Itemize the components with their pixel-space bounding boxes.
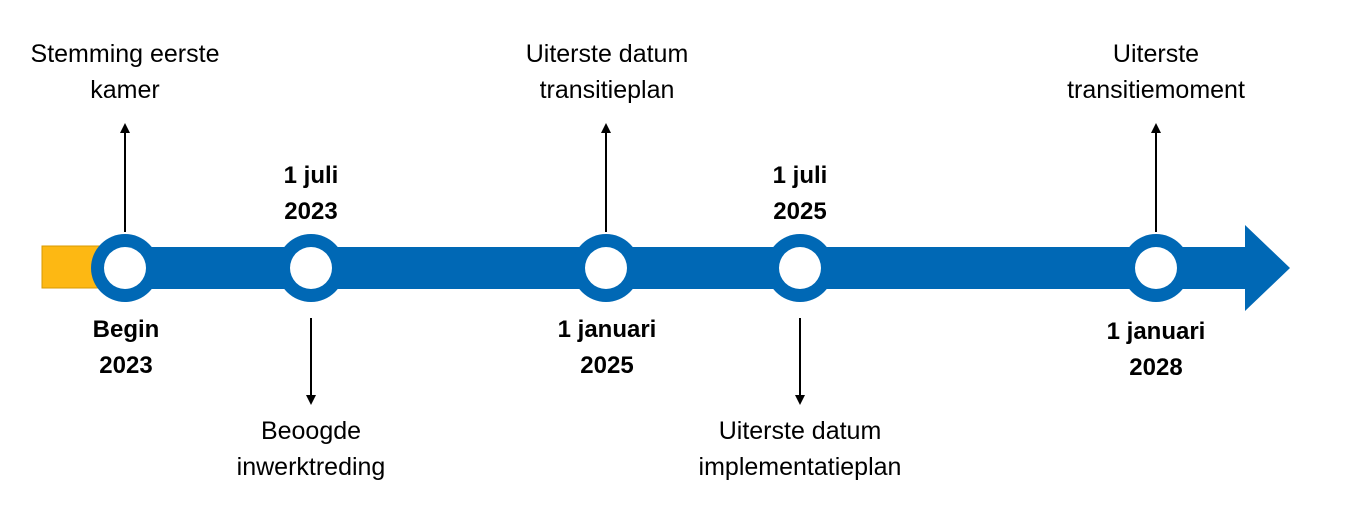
milestone-marker-1-januari-2028: [1135, 247, 1177, 289]
milestone-marker-1-juli-2025: [779, 247, 821, 289]
date-label-1-januari-2028: 1 januari 2028: [1106, 318, 1206, 381]
connector-arrows: [120, 123, 1161, 405]
timeline-arrow-bar: [104, 225, 1290, 311]
milestone-marker-1-juli-2023: [290, 247, 332, 289]
event-label-1-januari-2025: Uiterste datum transitieplan: [525, 40, 689, 104]
event-label-1-januari-2028: Uiterste transitiemoment: [1067, 40, 1245, 104]
date-label-1-januari-2025: 1 januari 2025: [557, 316, 657, 379]
event-label-1-juli-2023: Beoogde inwerktreding: [236, 417, 386, 481]
milestone-marker-1-januari-2025: [585, 247, 627, 289]
date-label-1-juli-2023: 1 juli 2023: [283, 162, 339, 225]
date-label-1-juli-2025: 1 juli 2025: [772, 162, 828, 225]
event-label-1-juli-2025: Uiterste datum implementatieplan: [698, 417, 902, 481]
date-label-begin-2023: Begin 2023: [92, 316, 160, 379]
milestone-marker-begin-2023: [104, 247, 146, 289]
event-label-begin-2023: Stemming eerste kamer: [30, 40, 220, 104]
milestone-markers: [91, 234, 1190, 302]
